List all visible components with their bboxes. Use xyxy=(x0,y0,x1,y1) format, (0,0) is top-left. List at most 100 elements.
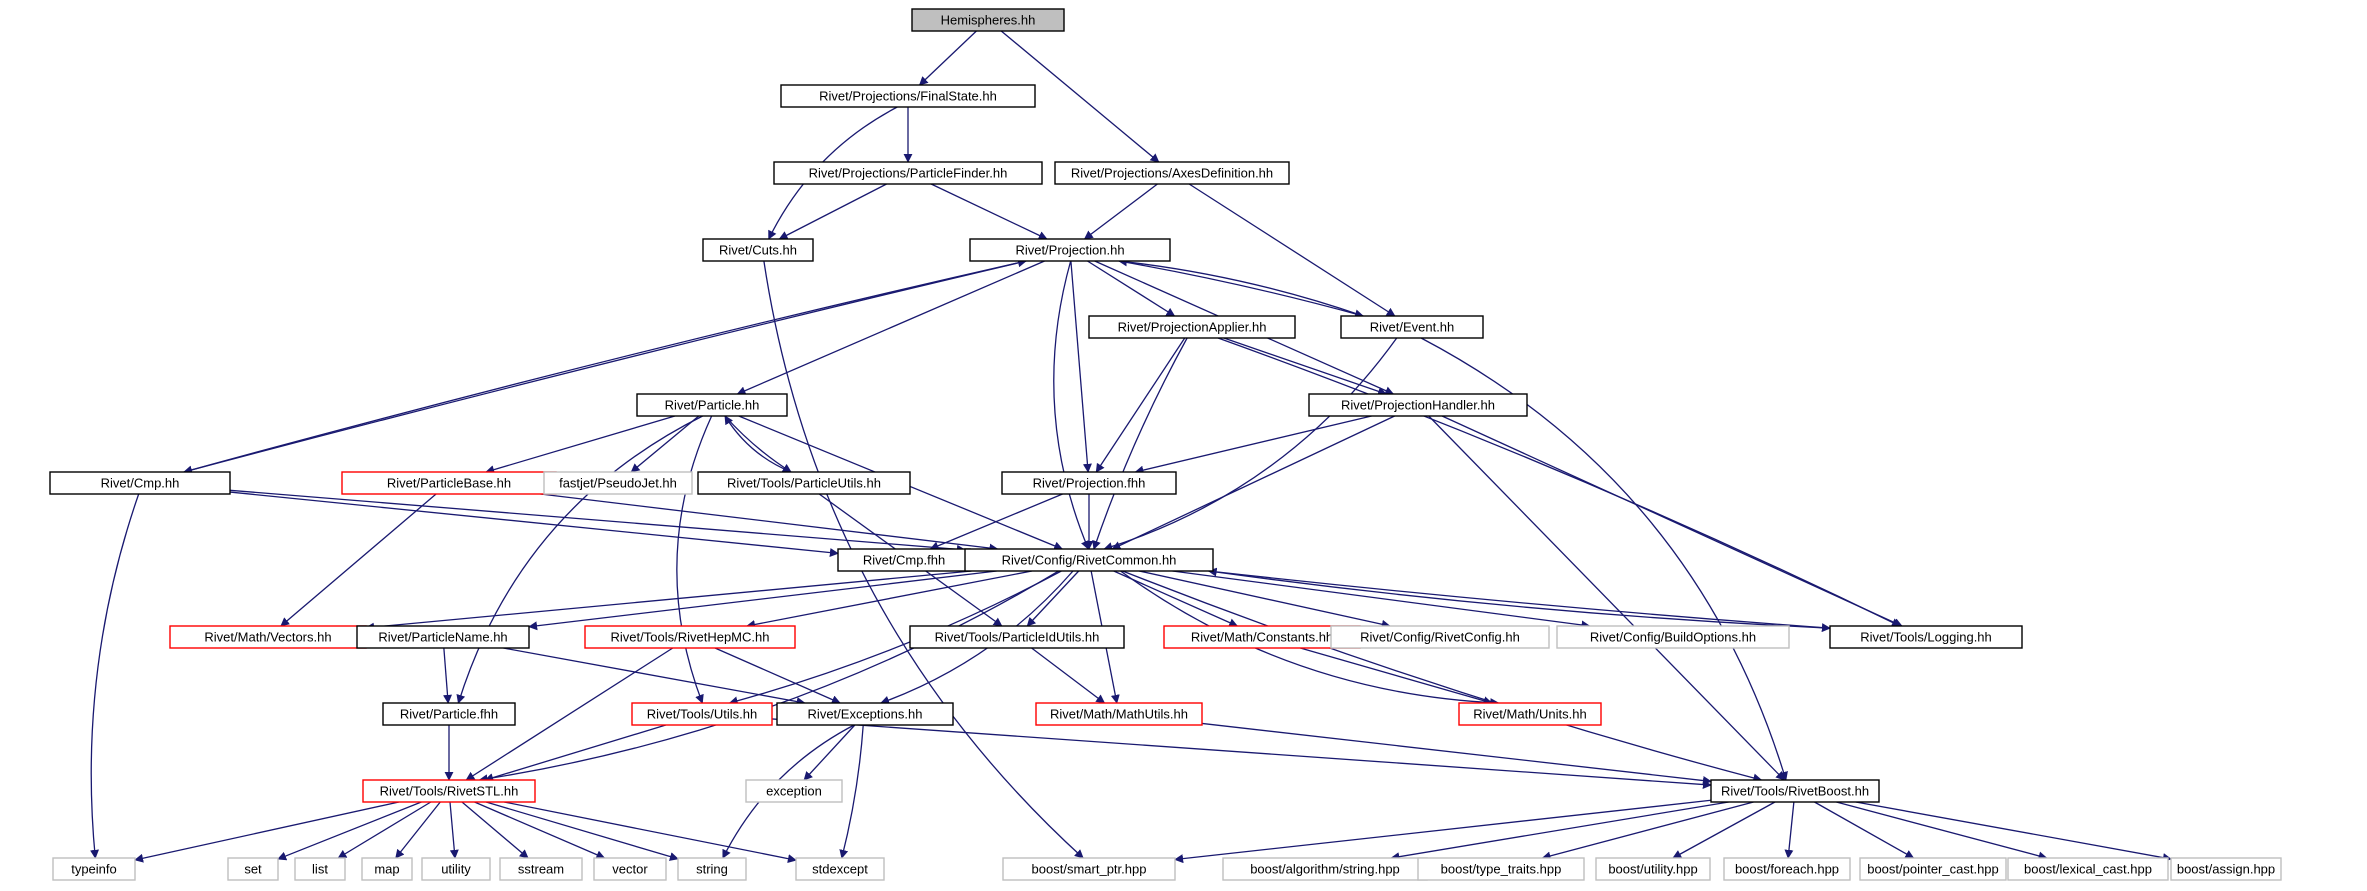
node-box xyxy=(773,161,1043,185)
edge-rstl-to-map xyxy=(395,801,441,859)
node-proj[interactable]: Rivet/Projection.hh xyxy=(969,238,1171,262)
edge-rstl-to-typeinfo xyxy=(134,801,400,863)
edge-event-to-proj xyxy=(1117,257,1364,317)
node-label: Rivet/Tools/Logging.hh xyxy=(1860,630,1992,645)
node-cuts[interactable]: Rivet/Cuts.hh xyxy=(702,238,814,262)
node-hemi: Hemispheres.hh xyxy=(911,8,1065,32)
edge-phand-to-rboost xyxy=(1428,415,1785,781)
edge-proj-to-common xyxy=(1053,260,1090,550)
node-pf[interactable]: Rivet/Projections/ParticleFinder.hh xyxy=(773,161,1043,185)
node-label: boost/pointer_cast.hpp xyxy=(1867,862,1999,877)
node-box xyxy=(1035,702,1203,726)
node-label: exception xyxy=(766,784,822,799)
node-label: Rivet/Projection.hh xyxy=(1015,243,1124,258)
node-box xyxy=(499,857,583,881)
node-pfhh[interactable]: Rivet/Particle.fhh xyxy=(382,702,516,726)
edge-hemi-to-fs xyxy=(918,30,977,86)
node-cmpfhh[interactable]: Rivet/Cmp.fhh xyxy=(837,548,971,572)
node-box xyxy=(631,702,773,726)
node-label: Rivet/Projections/AxesDefinition.hh xyxy=(1071,166,1273,181)
edge-rstl-to-utility xyxy=(449,801,459,859)
node-rboost[interactable]: Rivet/Tools/RivetBoost.hh xyxy=(1710,779,1880,803)
node-label: Rivet/Math/MathUtils.hh xyxy=(1050,707,1188,722)
edge-particle-to-pfhh xyxy=(456,415,703,704)
node-utils[interactable]: Rivet/Tools/Utils.hh xyxy=(631,702,773,726)
node-pseudojet: fastjet/PseudoJet.hh xyxy=(543,471,693,495)
node-rstl[interactable]: Rivet/Tools/RivetSTL.hh xyxy=(362,779,536,803)
node-putils[interactable]: Rivet/Tools/ParticleUtils.hh xyxy=(697,471,911,495)
node-pname[interactable]: Rivet/ParticleName.hh xyxy=(356,625,530,649)
node-cmp[interactable]: Rivet/Cmp.hh xyxy=(49,471,231,495)
node-papp[interactable]: Rivet/ProjectionApplier.hh xyxy=(1088,315,1296,339)
edge-rboost-to-balgo xyxy=(1390,801,1729,862)
edge-cuts-to-smartptr xyxy=(763,260,1084,859)
edge-particle-to-pseudojet xyxy=(630,415,700,473)
edge-axes-to-proj xyxy=(1083,183,1158,240)
node-logging[interactable]: Rivet/Tools/Logging.hh xyxy=(1829,625,2023,649)
node-label: Rivet/Tools/ParticleUtils.hh xyxy=(727,476,881,491)
node-label: boost/foreach.hpp xyxy=(1735,862,1839,877)
node-box xyxy=(2170,857,2282,881)
node-label: Rivet/Config/BuildOptions.hh xyxy=(1590,630,1756,645)
edge-proj-to-papp xyxy=(1087,260,1176,317)
edge-rstl-to-vector xyxy=(474,801,606,859)
node-event[interactable]: Rivet/Event.hh xyxy=(1340,315,1484,339)
edge-common-to-hepmc xyxy=(746,570,1033,629)
node-fs[interactable]: Rivet/Projections/FinalState.hh xyxy=(780,84,1036,108)
edge-rboost-to-btt xyxy=(1541,801,1754,861)
node-exc[interactable]: Rivet/Exceptions.hh xyxy=(776,702,954,726)
node-exception: exception xyxy=(745,779,843,803)
node-box xyxy=(356,625,530,649)
node-box xyxy=(964,548,1214,572)
node-box xyxy=(1595,857,1711,881)
edge-phand-to-projfhh xyxy=(1134,415,1372,475)
node-label: utility xyxy=(441,862,471,877)
edge-common-to-rstl xyxy=(478,570,1059,784)
node-label: Rivet/Projections/FinalState.hh xyxy=(819,89,997,104)
node-mathutils[interactable]: Rivet/Math/MathUtils.hh xyxy=(1035,702,1203,726)
node-hepmc[interactable]: Rivet/Tools/RivetHepMC.hh xyxy=(584,625,796,649)
node-label: Rivet/Cmp.fhh xyxy=(863,553,945,568)
edge-common-to-utils xyxy=(728,570,1062,706)
node-box xyxy=(1556,625,1790,649)
node-box xyxy=(780,84,1036,108)
node-pidutils[interactable]: Rivet/Tools/ParticleIdUtils.hh xyxy=(909,625,1125,649)
edge-rboost-to-blc xyxy=(1836,801,2048,861)
node-label: Rivet/Particle.fhh xyxy=(400,707,498,722)
node-box xyxy=(543,471,693,495)
node-typeinfo: typeinfo xyxy=(52,857,136,881)
node-label: Rivet/ProjectionHandler.hh xyxy=(1341,398,1495,413)
node-axes[interactable]: Rivet/Projections/AxesDefinition.hh xyxy=(1054,161,1290,185)
node-vector: vector xyxy=(593,857,667,881)
node-label: stdexcept xyxy=(812,862,868,877)
edge-phand-to-common xyxy=(1111,415,1395,550)
edge-mathutils-to-rboost xyxy=(1201,722,1712,785)
node-label: Rivet/Exceptions.hh xyxy=(808,707,923,722)
edge-rboost-to-bforeach xyxy=(1784,801,1795,859)
node-balgo: boost/algorithm/string.hpp xyxy=(1222,857,1428,881)
node-map: map xyxy=(361,857,413,881)
node-constants[interactable]: Rivet/Math/Constants.hh xyxy=(1163,625,1361,649)
edge-pf-to-proj xyxy=(930,183,1048,240)
node-label: Rivet/Cuts.hh xyxy=(719,243,797,258)
edge-constants-to-units xyxy=(1300,647,1493,706)
edge-common-to-vectors xyxy=(365,570,972,632)
node-box xyxy=(593,857,667,881)
edge-pbase-to-common xyxy=(540,493,999,553)
node-units[interactable]: Rivet/Math/Units.hh xyxy=(1458,702,1602,726)
node-common[interactable]: Rivet/Config/RivetCommon.hh xyxy=(964,548,1214,572)
node-particle[interactable]: Rivet/Particle.hh xyxy=(636,393,788,417)
node-label: list xyxy=(312,862,328,877)
node-box xyxy=(1330,625,1550,649)
edge-axes-to-event xyxy=(1188,183,1396,317)
node-phand[interactable]: Rivet/ProjectionHandler.hh xyxy=(1308,393,1528,417)
node-vectors[interactable]: Rivet/Math/Vectors.hh xyxy=(169,625,367,649)
node-pbase[interactable]: Rivet/ParticleBase.hh xyxy=(341,471,557,495)
node-box xyxy=(1710,779,1880,803)
edge-common-to-rboost xyxy=(1122,570,1763,783)
node-projfhh[interactable]: Rivet/Projection.fhh xyxy=(1001,471,1177,495)
edge-rstl-to-set xyxy=(277,801,422,861)
node-label: Rivet/Math/Vectors.hh xyxy=(204,630,331,645)
node-list: list xyxy=(294,857,346,881)
node-label: boost/smart_ptr.hpp xyxy=(1032,862,1147,877)
